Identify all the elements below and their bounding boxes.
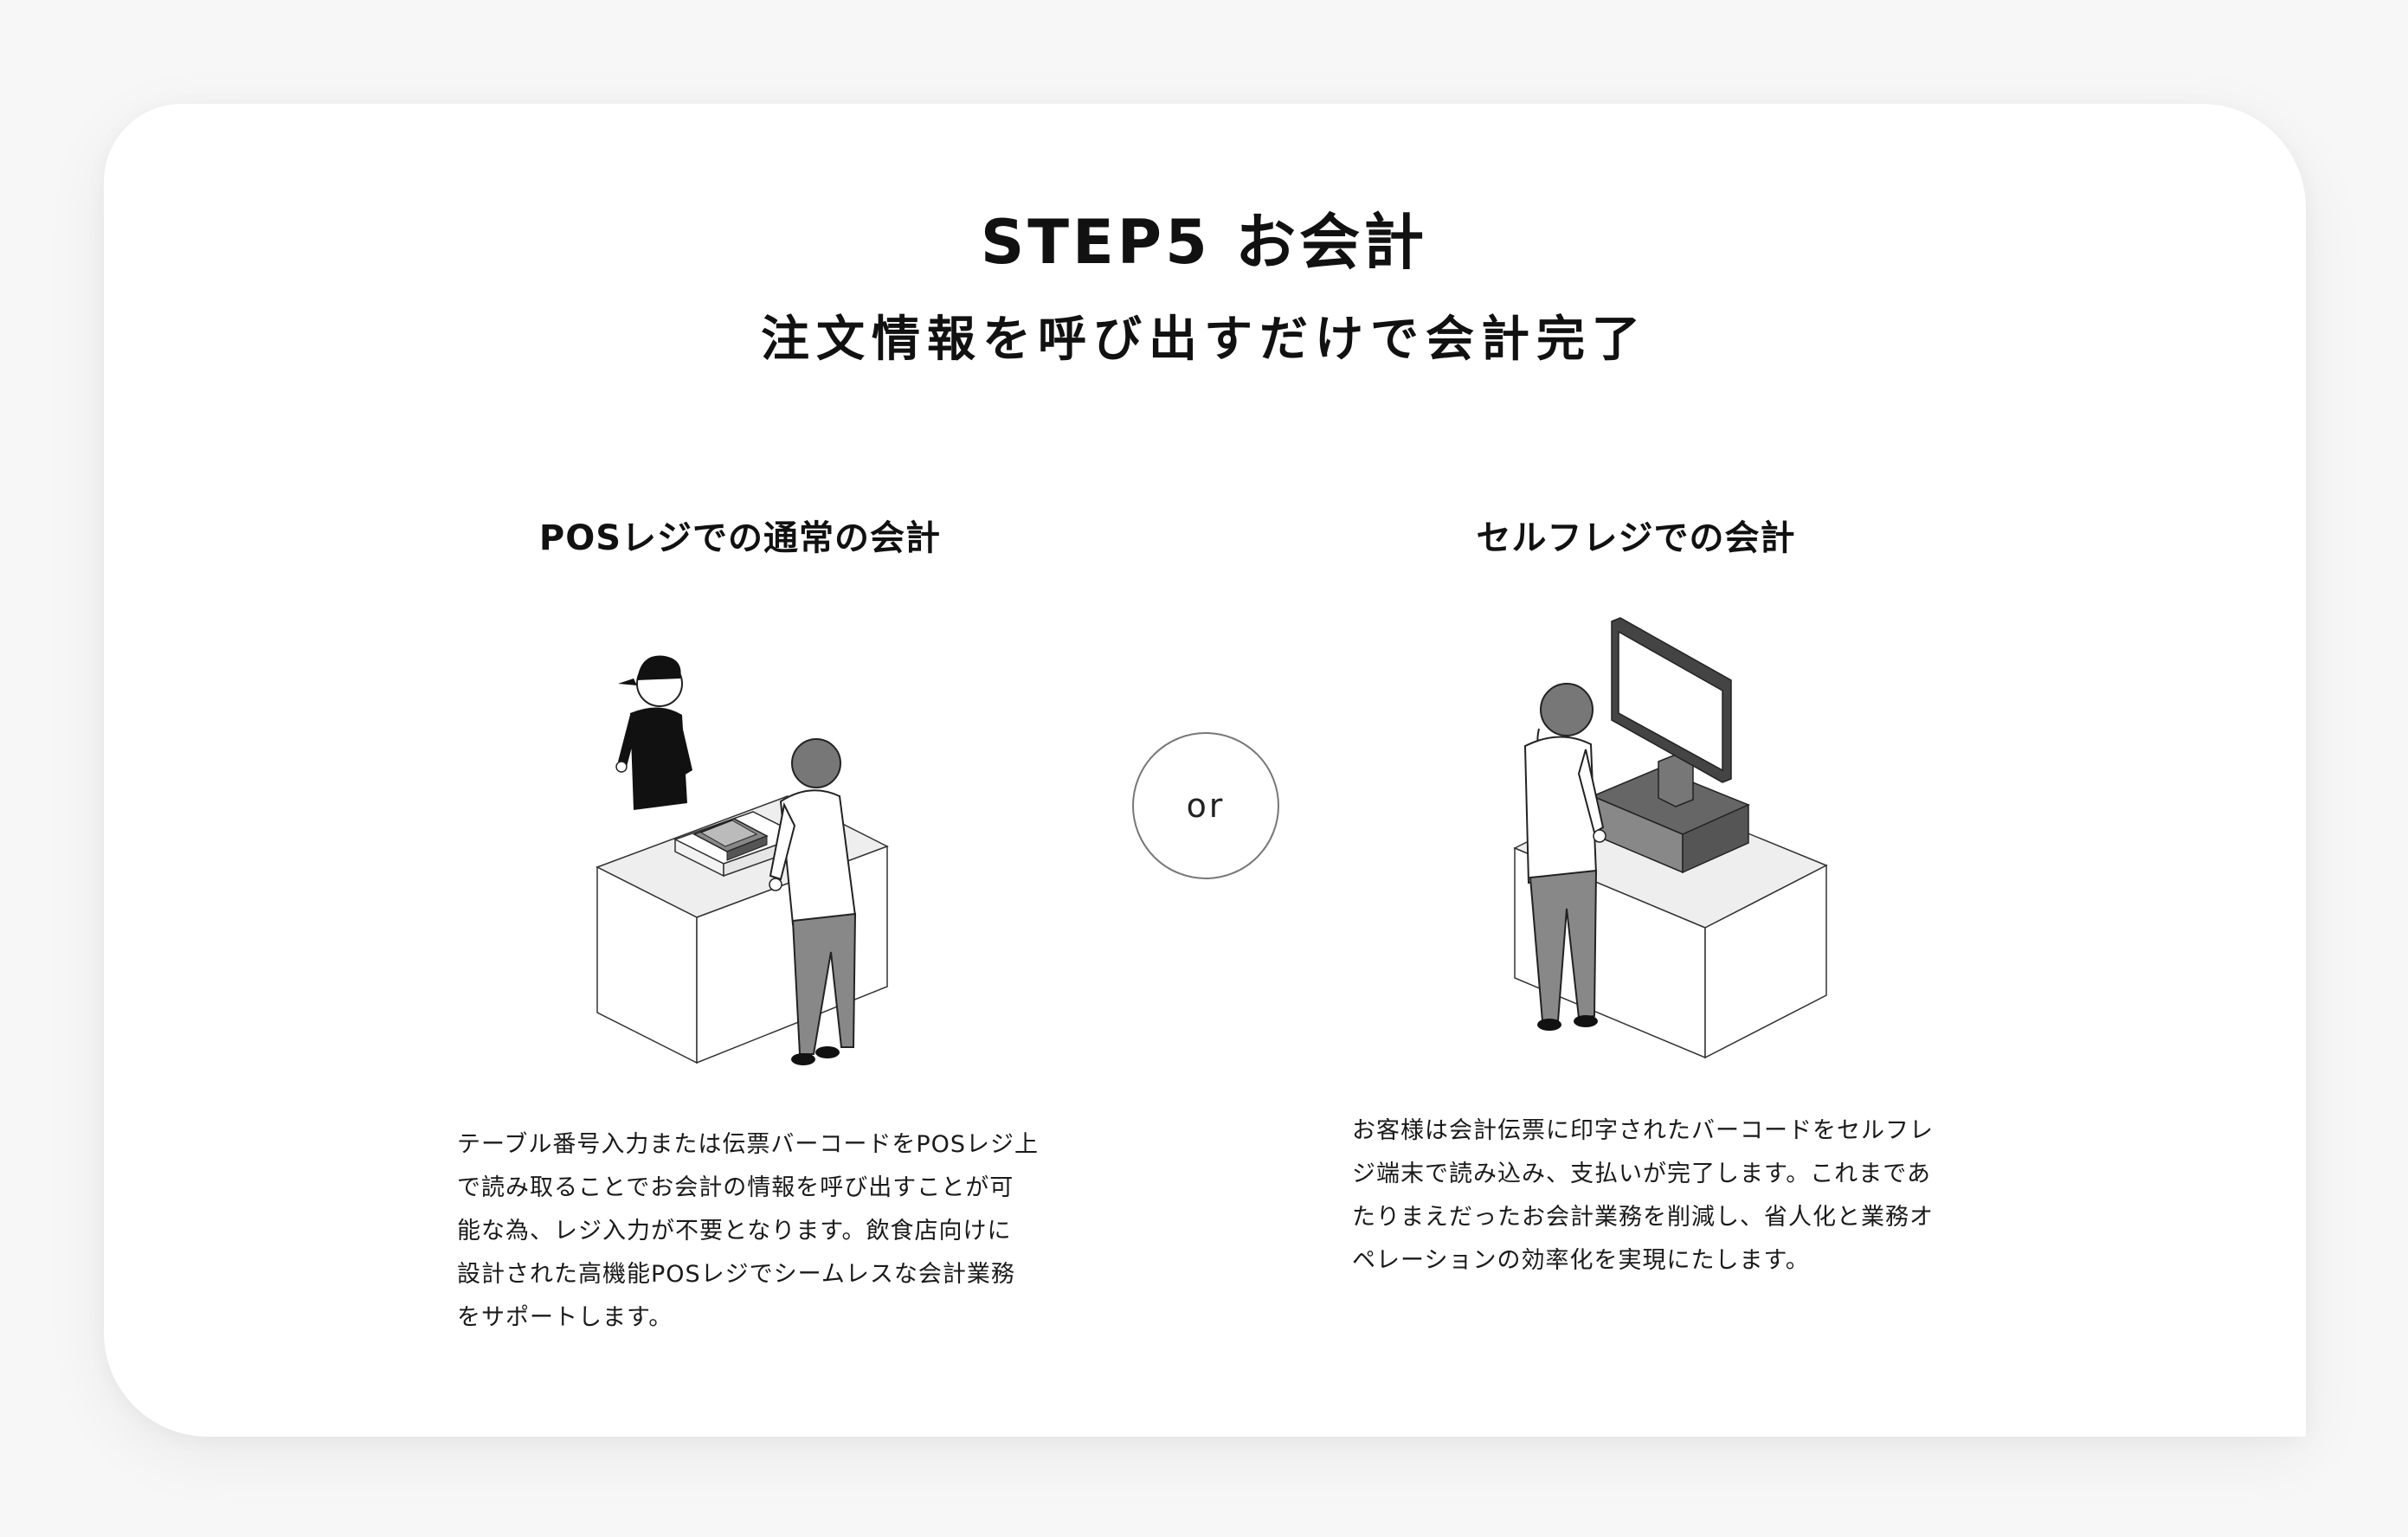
pos-register-illustration xyxy=(596,655,889,1065)
cashier-figure xyxy=(615,655,692,810)
or-divider: or xyxy=(1132,732,1279,879)
kiosk-customer-figure xyxy=(1523,683,1606,1031)
pos-register-heading: POSレジでの通常の会計 xyxy=(538,518,942,558)
description-line: たりまえだったお会計業務を削減し、省人化と業務オ xyxy=(1352,1204,1934,1231)
description-line: テーブル番号入力または伝票バーコードをPOSレジ上 xyxy=(457,1131,1040,1158)
description-line: お客様は会計伝票に印字されたバーコードをセルフレ xyxy=(1352,1117,1934,1144)
page-title: STEP5 お会計 xyxy=(980,207,1428,278)
customer-figure xyxy=(769,738,857,1065)
self-checkout-illustration xyxy=(1513,617,1828,1059)
description-line: ジ端末で読み込み、支払いが完了します。これまであ xyxy=(1352,1161,1932,1187)
description-line: で読み取ることでお会計の情報を呼び出すことが可 xyxy=(457,1174,1014,1201)
description-line: をサポートします。 xyxy=(457,1304,673,1331)
self-checkout-description: お客様は会計伝票に印字されたバーコードをセルフレ ジ端末で読み込み、支払いが完了… xyxy=(1352,1109,1958,1283)
page-subtitle: 注文情報を呼び出すだけで会計完了 xyxy=(761,312,1647,368)
description-line: 設計された高機能POSレジでシームレスな会計業務 xyxy=(457,1261,1015,1288)
pos-register-description: テーブル番号入力または伝票バーコードをPOSレジ上 で読み取ることでお会計の情報… xyxy=(457,1123,1063,1340)
description-line: 能な為、レジ入力が不要となります。飲食店向けに xyxy=(457,1218,1012,1244)
or-label: or xyxy=(1186,787,1226,825)
description-line: ペレーションの効率化を実現にたします。 xyxy=(1352,1247,1810,1274)
self-checkout-heading: セルフレジでの会計 xyxy=(1476,518,1796,558)
kiosk-counter-side xyxy=(1704,864,1827,1059)
